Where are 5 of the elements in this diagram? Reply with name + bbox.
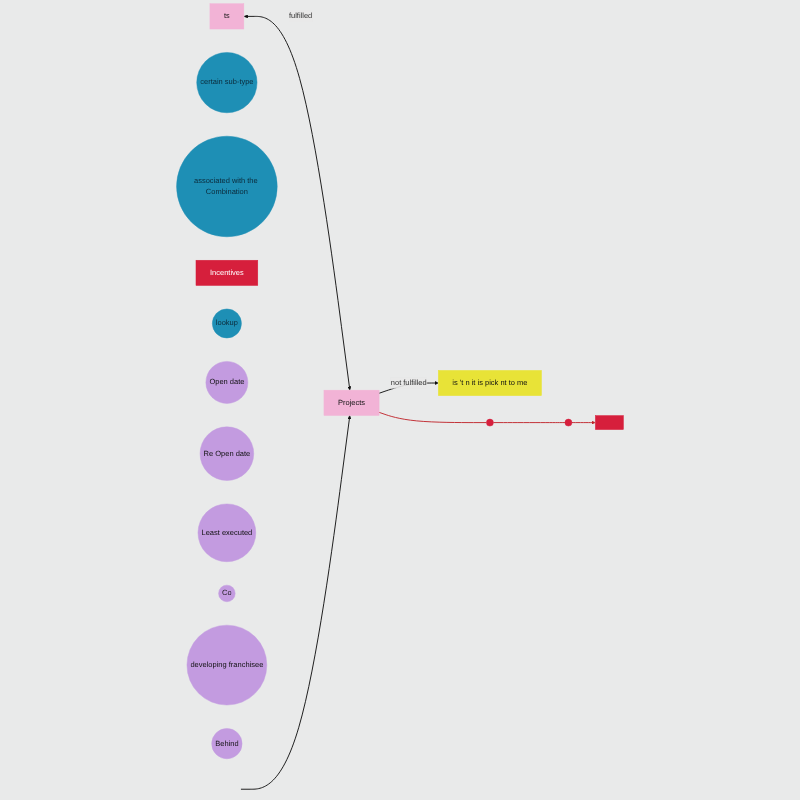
node-circle xyxy=(564,418,573,427)
node-box xyxy=(595,415,624,430)
connector xyxy=(492,422,566,424)
connector xyxy=(378,411,487,424)
node-circle xyxy=(486,418,494,427)
